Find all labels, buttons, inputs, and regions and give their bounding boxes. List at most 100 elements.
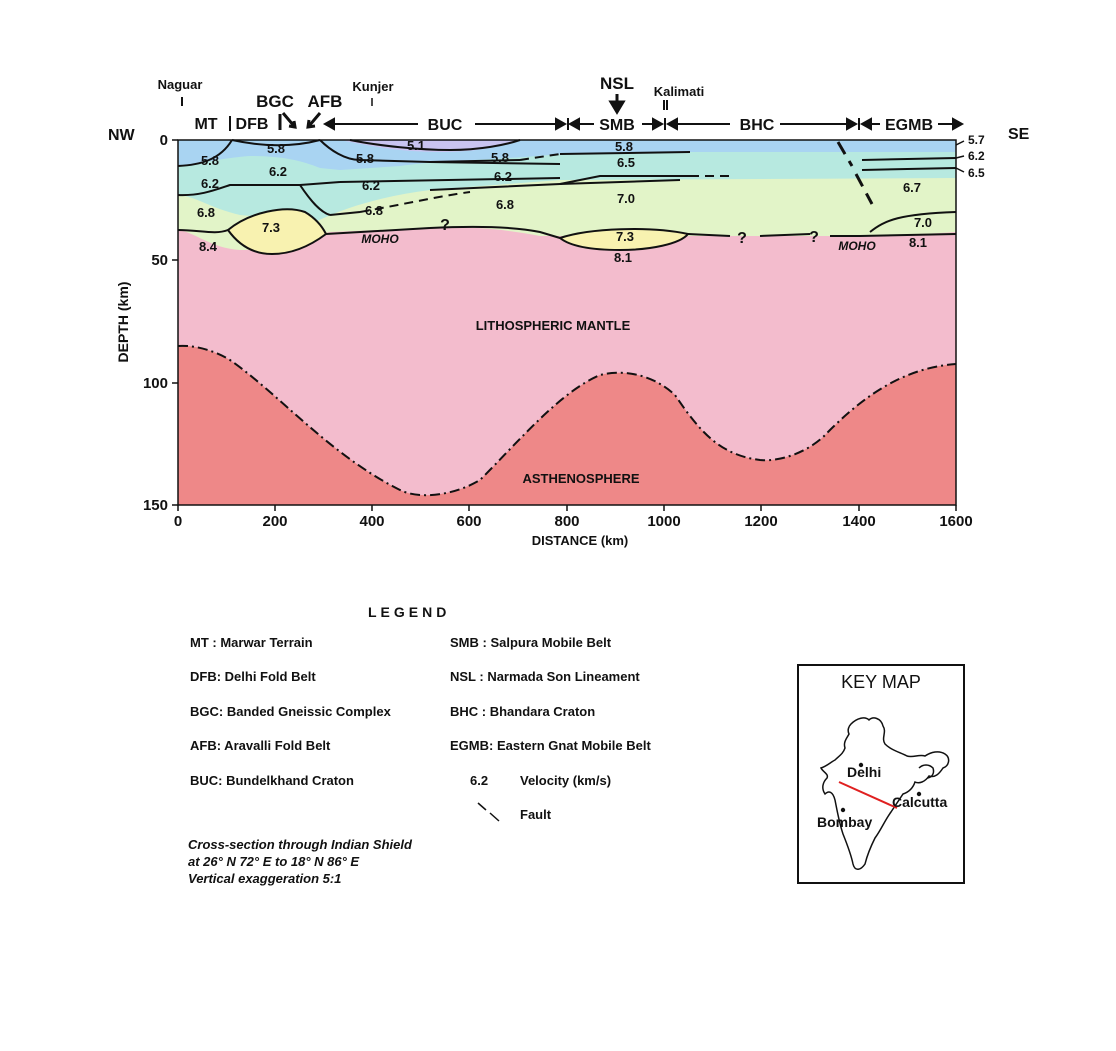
velocity-label: 6.2: [201, 176, 219, 191]
velocity-label: 6.5: [617, 155, 635, 170]
question-mark: ?: [809, 229, 819, 246]
fault-symbol-icon: [477, 802, 500, 822]
velocity-label: 5.1: [407, 138, 425, 153]
figure-caption: Cross-section through Indian Shield at 2…: [188, 836, 412, 887]
moho-boundary-line: [177, 344, 957, 497]
profile-line: [838, 781, 898, 809]
legend-item-afb: AFB: Aravalli Fold Belt: [190, 738, 331, 753]
x-tick-1000: 1000: [647, 513, 680, 530]
velocity-label: 8.4: [199, 239, 218, 254]
lens-7.3-west: [226, 208, 328, 256]
nw-label: NW: [108, 127, 136, 144]
legend-item-egmb: EGMB: Eastern Gnat Mobile Belt: [450, 738, 651, 753]
right-velocity-5.7: 5.7: [968, 133, 985, 147]
india-outline: [819, 717, 950, 870]
india-outline-map: [819, 717, 950, 870]
label-dfb: DFB: [236, 116, 269, 133]
velocity-label: 7.3: [262, 220, 280, 235]
afb-arrow-icon: [306, 112, 322, 129]
layer-5.8: [178, 140, 956, 170]
lithospheric-mantle-label: LITHOSPHERIC MANTLE: [476, 318, 631, 333]
moho-label-east: MOHO: [838, 239, 876, 253]
region-span-arrows: [322, 117, 965, 131]
lens-7.3-central: [557, 228, 690, 252]
city-calcutta: Calcutta: [892, 794, 948, 810]
velocity-label: 8.1: [909, 235, 927, 250]
y-tick-50: 50: [151, 252, 168, 269]
label-smb: SMB: [599, 117, 635, 134]
label-bhc: BHC: [740, 117, 775, 134]
right-edge-leaders: [955, 140, 965, 173]
x-tick-1200: 1200: [744, 513, 777, 530]
label-naguar: Naguar: [158, 77, 203, 92]
right-velocity-6.5: 6.5: [968, 166, 985, 180]
caption-line-3: Vertical exaggeration 5:1: [188, 871, 342, 886]
caption-line-2: at 26° N 72° E to 18° N 86° E: [188, 854, 360, 869]
y-tick-100: 100: [143, 375, 168, 392]
y-axis-label: DEPTH (km): [115, 282, 131, 363]
x-tick-0: 0: [174, 513, 182, 530]
delhi-dot: [858, 762, 864, 768]
velocity-label: 7.0: [617, 191, 635, 206]
legend-item-dfb: DFB: Delhi Fold Belt: [190, 669, 316, 684]
velocity-label: 6.7: [903, 180, 921, 195]
label-kalimati: Kalimati: [654, 84, 705, 99]
x-tick-1600: 1600: [939, 513, 972, 530]
legend-item-smb: SMB : Salpura Mobile Belt: [450, 635, 612, 650]
key-map: KEY MAP Delhi Calcutta Bombay: [797, 664, 965, 884]
legend-item-bgc: BGC: Banded Gneissic Complex: [190, 704, 391, 719]
velocity-boundary-lines: [177, 139, 957, 239]
x-axis-label: DISTANCE (km): [532, 533, 629, 548]
key-map-title: KEY MAP: [841, 672, 921, 692]
x-axis-ticks: [177, 505, 957, 511]
x-tick-200: 200: [262, 513, 287, 530]
velocity-label: 7.0: [914, 215, 932, 230]
velocity-label: 5.8: [356, 151, 374, 166]
velocity-label: 7.3: [616, 229, 634, 244]
y-axis-ticks: [172, 139, 178, 506]
velocity-label: 6.2: [269, 164, 287, 179]
y-tick-150: 150: [143, 497, 168, 514]
right-velocity-6.2: 6.2: [968, 149, 985, 163]
label-egmb: EGMB: [885, 117, 933, 134]
bgc-arrow-icon: [281, 112, 297, 129]
label-bgc: BGC: [256, 92, 294, 111]
asthenosphere-label: ASTHENOSPHERE: [522, 471, 639, 486]
velocity-label: 6.2: [494, 169, 512, 184]
x-tick-600: 600: [456, 513, 481, 530]
calcutta-dot: [916, 791, 922, 797]
velocity-label: 6.8: [197, 205, 215, 220]
y-tick-0: 0: [160, 132, 168, 149]
x-tick-800: 800: [554, 513, 579, 530]
label-kunjer: Kunjer: [352, 79, 393, 94]
caption-line-1: Cross-section through Indian Shield: [188, 837, 412, 852]
city-bombay: Bombay: [817, 814, 873, 830]
velocity-label: 6.8: [365, 203, 383, 218]
velocity-label: 8.1: [614, 250, 632, 265]
legend-item-buc: BUC: Bundelkhand Craton: [190, 773, 354, 788]
legend-fault-label: Fault: [520, 807, 552, 822]
bombay-dot: [840, 807, 846, 813]
legend-item-mt: MT : Marwar Terrain: [190, 635, 313, 650]
india-east-lobe: [918, 764, 935, 779]
x-tick-1400: 1400: [842, 513, 875, 530]
legend-velocity-value: 6.2: [470, 773, 489, 788]
city-delhi: Delhi: [847, 764, 882, 780]
x-tick-400: 400: [359, 513, 384, 530]
velocity-label: 5.8: [201, 153, 219, 168]
legend-title: LEGEND: [368, 604, 451, 620]
label-buc: BUC: [428, 117, 463, 134]
velocity-label: 5.8: [615, 139, 633, 154]
legend-item-bhc: BHC : Bhandara Craton: [450, 704, 596, 719]
velocity-label: 5.8: [491, 150, 509, 165]
moho-label-west: MOHO: [361, 232, 399, 246]
velocity-label: 6.8: [496, 197, 514, 212]
se-label: SE: [1008, 126, 1030, 143]
fault-lines: [836, 141, 874, 205]
label-afb: AFB: [308, 92, 343, 111]
question-mark: ?: [737, 230, 747, 247]
question-mark: ?: [440, 217, 450, 234]
legend-velocity-label: Velocity (km/s): [520, 773, 612, 788]
velocity-label: 5.8: [267, 141, 285, 156]
